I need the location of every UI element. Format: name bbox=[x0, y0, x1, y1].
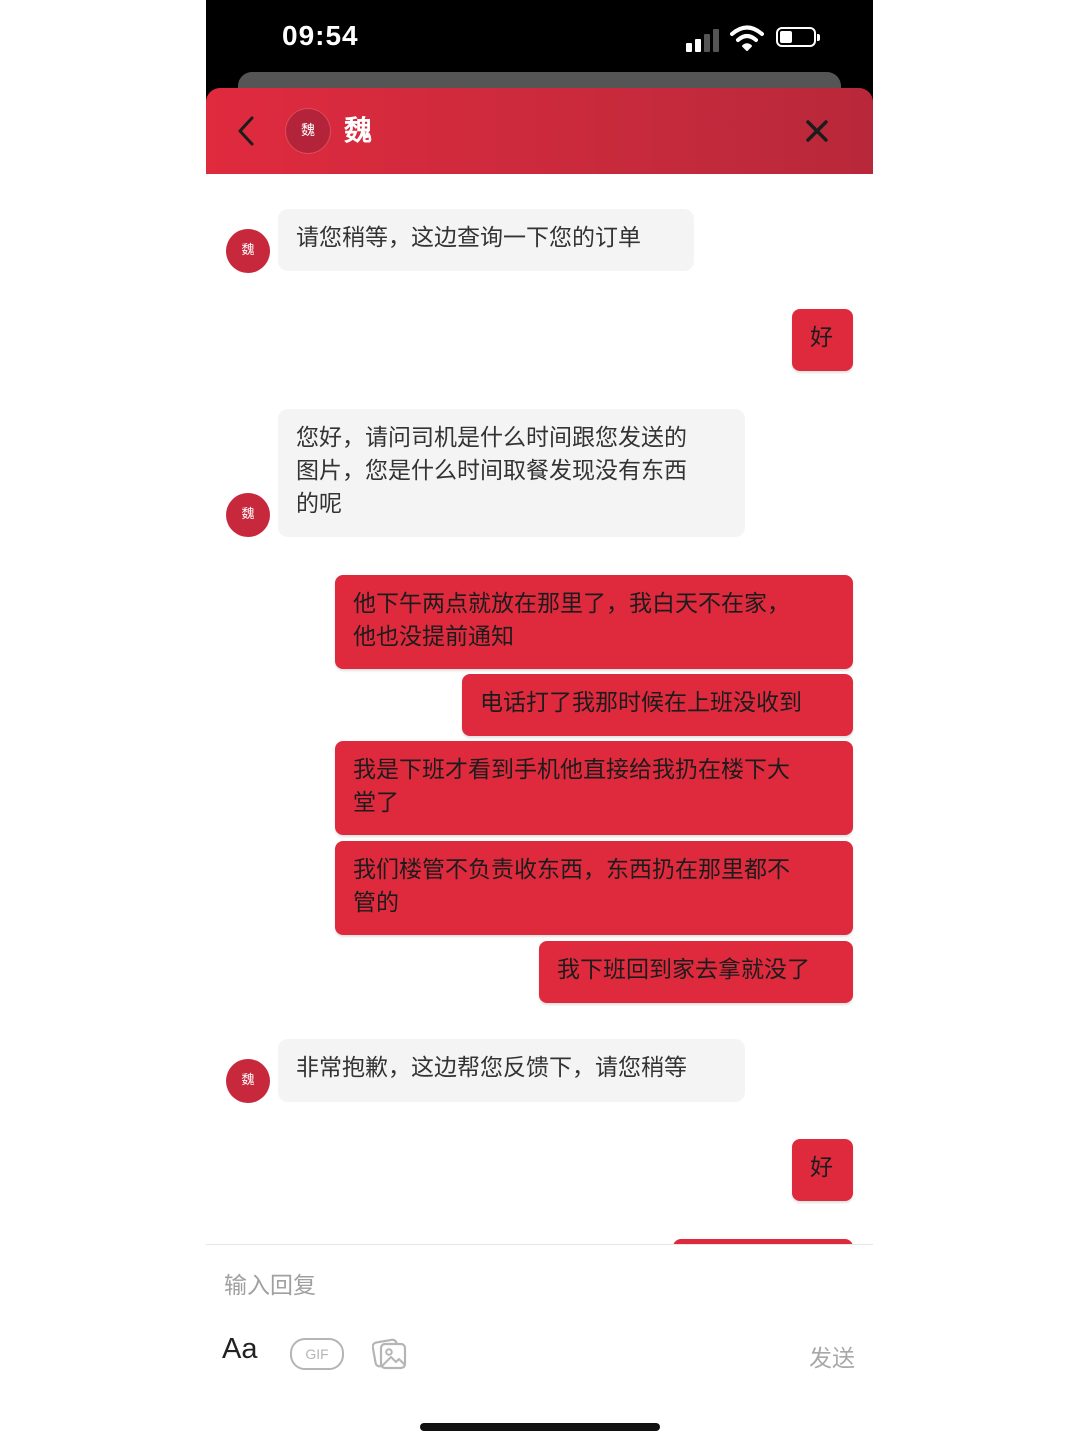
wifi-icon bbox=[730, 25, 764, 51]
user-message-bubble-partial bbox=[673, 1239, 853, 1244]
message-text: 电话打了我那时候在上班没收到 bbox=[480, 690, 802, 716]
message-line: 我们楼管不负责收东西，东西扔在那里都不 bbox=[353, 857, 790, 883]
image-picker-icon[interactable] bbox=[372, 1335, 408, 1371]
message-text: 非常抱歉，这边帮您反馈下，请您稍等 bbox=[296, 1055, 687, 1081]
agent-message-bubble: 请您稍等，这边查询一下您的订单 bbox=[278, 209, 694, 271]
message-text: 我下班回到家去拿就没了 bbox=[557, 957, 810, 983]
agent-avatar[interactable]: 魏 bbox=[226, 229, 270, 273]
chat-screen: 09:54 魏 魏 魏 请您稍等，这边查询 bbox=[206, 0, 873, 1440]
message-line: 他下午两点就放在那里了，我白天不在家， bbox=[353, 591, 790, 617]
message-line: 堂了 bbox=[353, 790, 399, 816]
user-message-bubble: 他下午两点就放在那里了，我白天不在家， 他也没提前通知 bbox=[335, 575, 853, 669]
message-text: 好 bbox=[810, 325, 833, 351]
agent-message-bubble: 非常抱歉，这边帮您反馈下，请您稍等 bbox=[278, 1039, 745, 1102]
gif-button[interactable]: GIF bbox=[290, 1338, 344, 1370]
agent-message-bubble: 您好，请问司机是什么时间跟您发送的 图片，您是什么时间取餐发现没有东西 的呢 bbox=[278, 409, 745, 537]
status-time: 09:54 bbox=[282, 20, 359, 51]
close-icon[interactable] bbox=[802, 116, 832, 146]
send-button[interactable]: 发送 bbox=[809, 1346, 855, 1372]
agent-avatar[interactable]: 魏 bbox=[226, 1059, 270, 1103]
message-line: 的呢 bbox=[296, 491, 342, 517]
message-composer: Aa GIF 发送 bbox=[206, 1244, 873, 1440]
agent-avatar[interactable]: 魏 bbox=[226, 493, 270, 537]
font-style-button[interactable]: Aa bbox=[222, 1333, 258, 1365]
user-message-bubble: 好 bbox=[792, 1139, 853, 1201]
cellular-signal-icon bbox=[686, 28, 722, 52]
reply-input[interactable] bbox=[222, 1265, 726, 1307]
battery-icon bbox=[776, 27, 820, 47]
message-line: 管的 bbox=[353, 890, 399, 916]
user-message-bubble: 我们楼管不负责收东西，东西扔在那里都不 管的 bbox=[335, 841, 853, 935]
message-line: 图片，您是什么时间取餐发现没有东西 bbox=[296, 458, 687, 484]
contact-name: 魏 bbox=[344, 114, 373, 147]
back-arrow-icon[interactable] bbox=[232, 112, 262, 150]
user-message-bubble: 好 bbox=[792, 309, 853, 371]
message-line: 他也没提前通知 bbox=[353, 624, 514, 650]
message-text: 好 bbox=[810, 1155, 833, 1181]
home-indicator[interactable] bbox=[420, 1423, 660, 1431]
contact-avatar[interactable]: 魏 bbox=[286, 109, 330, 153]
message-line: 您好，请问司机是什么时间跟您发送的 bbox=[296, 425, 687, 451]
message-list[interactable]: 魏 请您稍等，这边查询一下您的订单 好 魏 您好，请问司机是什么时间跟您发送的 … bbox=[206, 174, 873, 1244]
message-line: 我是下班才看到手机他直接给我扔在楼下大 bbox=[353, 757, 790, 783]
user-message-bubble: 我是下班才看到手机他直接给我扔在楼下大 堂了 bbox=[335, 741, 853, 835]
user-message-bubble: 电话打了我那时候在上班没收到 bbox=[462, 674, 853, 736]
chat-header: 魏 魏 bbox=[206, 88, 873, 174]
user-message-bubble: 我下班回到家去拿就没了 bbox=[539, 941, 853, 1003]
message-text: 请您稍等，这边查询一下您的订单 bbox=[296, 225, 641, 251]
